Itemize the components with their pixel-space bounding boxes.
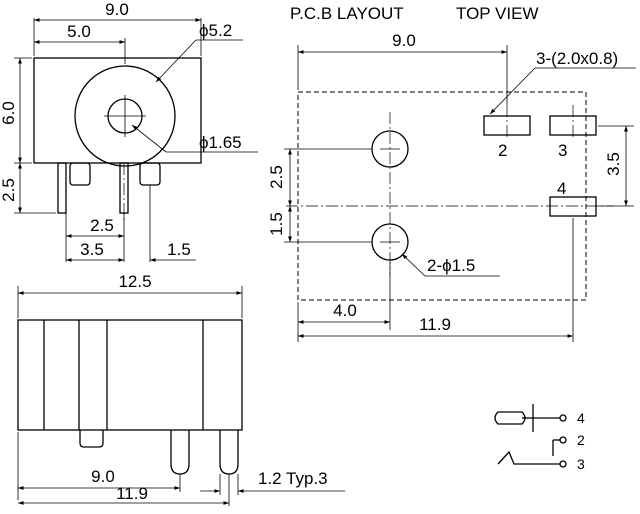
front-body-outline (33, 57, 202, 164)
schematic-terminal-3 (559, 460, 567, 468)
pcb-pad-4 (549, 196, 597, 217)
schematic-plug-icon (494, 411, 526, 425)
schematic-terminal-4 (559, 414, 567, 422)
front-view: 9.0 5.0 ϕ5.2 6.0 2.5 ϕ1.65 2.5 3.5 1.5 (0, 0, 258, 262)
jack-barrel-circle (74, 65, 176, 167)
pad-size-leader (489, 67, 536, 115)
dim-length-label: 12.5 (118, 272, 151, 291)
dim-center-offset-label: 5.0 (67, 22, 91, 41)
pcb-layout: P.C.B LAYOUT TOP VIEW 2 3 4 9.0 3-(2.0x0… (267, 4, 636, 342)
pcb-dim-hole-gap-a-label: 2.5 (267, 165, 286, 189)
pcb-dim-length-label: 11.9 (419, 315, 451, 334)
pad-size-label: 3-(2.0x0.8) (536, 49, 618, 68)
dim-pin-b-label: 11.9 (116, 484, 148, 503)
side-body-outline (17, 319, 243, 431)
pcb-dim-hole-gap-b-label: 1.5 (267, 212, 286, 236)
pcb-outline (297, 91, 587, 301)
pad-4-label: 4 (557, 179, 566, 198)
pin-dia-label: ϕ1.65 (199, 133, 242, 152)
dim-width-label: 9.0 (105, 0, 129, 19)
pcb-dim-width-label: 9.0 (392, 31, 416, 50)
schematic-switch-icon (497, 450, 560, 465)
pcb-dim-offset-label: 4.0 (333, 301, 357, 320)
pad-3-label: 3 (558, 141, 567, 160)
dim-pin-length-label: 2.5 (0, 178, 18, 202)
outer-dia-label: ϕ5.2 (199, 21, 232, 40)
side-pin-mid (170, 430, 190, 475)
dim-bottom-a-label: 3.5 (80, 240, 104, 259)
pcb-layout-title: P.C.B LAYOUT (290, 4, 404, 23)
pcb-dim-pad-gap-label: 3.5 (604, 152, 623, 176)
schematic-terminal-2 (559, 436, 567, 444)
hole-dia-leader (401, 253, 426, 277)
front-pin-right (139, 162, 161, 186)
dim-pin-spacing-label: 2.5 (90, 216, 114, 235)
dim-bottom-b-label: 1.5 (167, 240, 191, 259)
dim-height-label: 6.0 (0, 101, 18, 125)
side-view: 12.5 9.0 11.9 1.2 Typ.3 (17, 272, 345, 506)
schematic-pin-3-label: 3 (577, 456, 585, 472)
leader-pin-dia (131, 124, 167, 153)
front-lead-left (57, 162, 67, 214)
schematic: 4 2 3 (494, 404, 585, 472)
leader-outer-dia (155, 39, 197, 83)
side-pin-long (219, 430, 239, 475)
pad-2-label: 2 (498, 141, 507, 160)
top-view-title: TOP VIEW (456, 4, 539, 23)
dim-pin-width-label: 1.2 Typ.3 (258, 469, 328, 488)
side-pin-short (79, 430, 104, 448)
dim-pin-a-label: 9.0 (91, 467, 115, 486)
front-pin-left (69, 162, 91, 186)
schematic-pin-2-label: 2 (577, 432, 585, 448)
hole-dia-label: 2-ϕ1.5 (427, 256, 475, 275)
schematic-pin-4-label: 4 (577, 410, 585, 426)
